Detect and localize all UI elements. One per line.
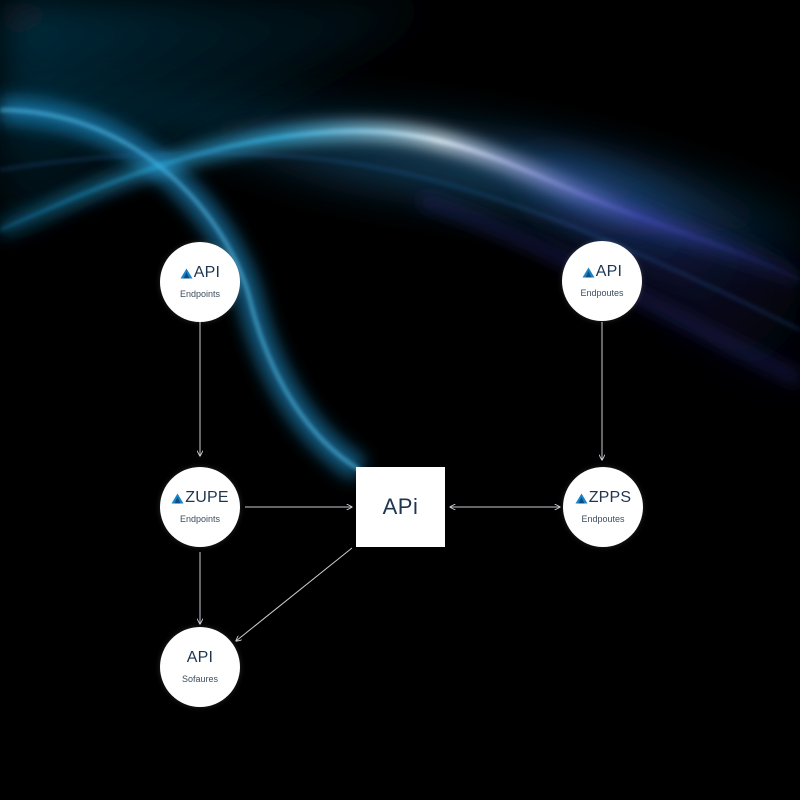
node-middle-right[interactable]: ZPPS Endpoutes (563, 467, 643, 547)
node-top-left-title: API (180, 265, 220, 281)
node-bottom-left[interactable]: API Sofaures (160, 627, 240, 707)
node-bottom-left-subtitle: Sofaures (181, 674, 219, 684)
node-middle-left-title-text: ZUPE (185, 489, 229, 506)
triangle-logo-icon (575, 493, 588, 503)
node-middle-left[interactable]: ZUPE Endpoints (160, 467, 240, 547)
node-top-left-title-text: API (193, 264, 221, 281)
node-middle-left-title: ZUPE (171, 489, 229, 506)
node-middle-right-subtitle: Endpoutes (581, 514, 625, 524)
node-top-right-subtitle: Endpoutes (580, 288, 624, 298)
edge-hub-to-bottomleft (236, 547, 353, 641)
node-middle-right-title-text: ZPPS (588, 489, 632, 506)
node-top-left[interactable]: API Endpoints (160, 242, 240, 322)
node-bottom-left-title: API (187, 650, 213, 666)
hub-api-box[interactable]: APi (356, 467, 445, 547)
node-middle-right-title: ZPPS (575, 490, 632, 506)
hub-label: APi (382, 494, 419, 519)
triangle-logo-icon (171, 493, 184, 503)
triangle-logo-icon (582, 267, 595, 277)
node-bottom-left-title-text: API (186, 649, 214, 666)
node-top-left-subtitle: Endpoints (179, 289, 221, 299)
node-top-right-title-text: API (595, 263, 623, 280)
node-top-right-title: API (582, 264, 622, 280)
triangle-logo-icon (180, 268, 193, 278)
node-top-right[interactable]: API Endpoutes (562, 241, 642, 321)
node-middle-left-subtitle: Endpoints (179, 514, 221, 524)
